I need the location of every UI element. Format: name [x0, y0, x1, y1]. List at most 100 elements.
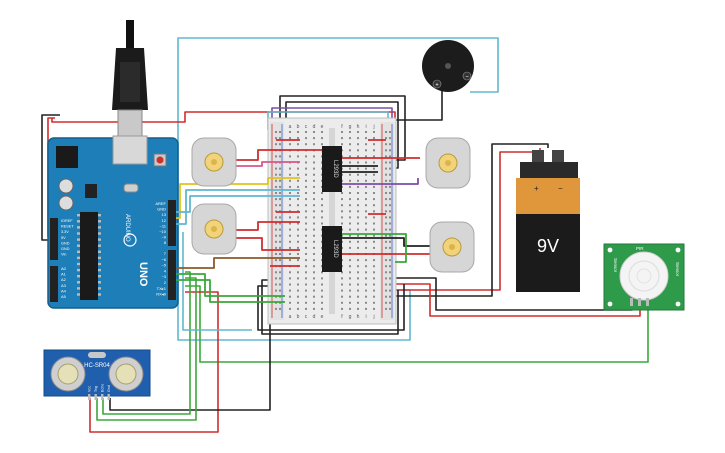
- breadboard-hole: [321, 131, 323, 133]
- breadboard-hole: [365, 137, 367, 140]
- breadboard-hole: [305, 289, 307, 292]
- rail-hole: [389, 246, 391, 249]
- pir-dome-center: [636, 268, 652, 284]
- power-jack: [56, 146, 78, 168]
- breadboard-hole: [341, 143, 343, 146]
- breadboard-hole: [313, 192, 315, 194]
- breadboard-hole: [365, 143, 367, 146]
- motor-driver-chip-2-label: L293D: [332, 240, 338, 258]
- breadboard-hole: [289, 271, 291, 274]
- breadboard-hole: [365, 259, 367, 262]
- breadboard-hole: [321, 289, 323, 292]
- rail-hole: [385, 155, 387, 158]
- bb-col-label-bottom-i: i: [365, 314, 366, 320]
- digital-pin-label-top-6: ~9: [161, 235, 166, 240]
- breadboard-hole: [305, 265, 307, 268]
- atmega-pin-left: [77, 238, 80, 241]
- breadboard-hole: [341, 271, 343, 274]
- wire-cyan-loop: [177, 37, 499, 226]
- rail-hole: [279, 131, 281, 133]
- breadboard-hole: [349, 259, 351, 262]
- rail-hole: [385, 149, 387, 152]
- wire-purple-a: [342, 178, 419, 185]
- breadboard-hole: [357, 271, 359, 274]
- breadboard-hole: [313, 246, 315, 249]
- rail-hole: [389, 271, 391, 274]
- breadboard-hole: [305, 307, 307, 310]
- breadboard-hole: [289, 131, 291, 133]
- breadboard-hole: [357, 137, 359, 140]
- power-header: [50, 218, 58, 260]
- breadboard-hole: [357, 210, 359, 213]
- wire-red-long: [51, 111, 396, 126]
- breadboard-hole: [289, 301, 291, 304]
- rail-hole: [385, 222, 387, 225]
- dc-motor-2[interactable]: [191, 203, 237, 255]
- rail-right: [380, 122, 394, 320]
- ultrasonic-pin-label-0: Vcc: [88, 386, 92, 392]
- battery-voltage-label: 9V: [537, 236, 559, 256]
- rail-hole: [389, 173, 391, 176]
- breadboard-hole: [357, 222, 359, 225]
- piezo-buzzer[interactable]: + −: [422, 40, 474, 92]
- rail-hole: [279, 198, 281, 201]
- breadboard-hole: [297, 253, 299, 255]
- ultrasonic-transducer-left-inner: [57, 363, 79, 385]
- ultrasonic-transducer-right-inner: [115, 363, 137, 385]
- breadboard-hole: [305, 179, 307, 182]
- breadboard-hole: [365, 295, 367, 298]
- breadboard-hole: [289, 179, 291, 182]
- arduino-uno-label: UNO: [137, 262, 149, 287]
- breadboard-hole: [313, 289, 315, 292]
- breadboard-hole: [373, 149, 375, 152]
- breadboard-hole: [321, 192, 323, 194]
- rail-hole: [385, 185, 387, 188]
- digital-pin-label-top-3: 12: [162, 218, 167, 223]
- battery-9v[interactable]: + − 9V: [516, 150, 580, 292]
- rail-hole: [389, 155, 391, 158]
- breadboard-hole: [365, 216, 367, 219]
- bb-col-label-top-j: j: [372, 124, 374, 130]
- rail-hole: [385, 295, 387, 298]
- rail-hole: [275, 289, 277, 292]
- breadboard-hole: [305, 198, 307, 201]
- rail-hole: [279, 253, 281, 255]
- breadboard-hole: [349, 240, 351, 243]
- pir-sensor[interactable]: Sensor Sensor PIR: [603, 243, 685, 311]
- breadboard-hole: [357, 192, 359, 194]
- dc-motor-1[interactable]: [191, 137, 237, 187]
- breadboard-hole: [305, 283, 307, 286]
- dc-motor-3[interactable]: [425, 137, 471, 189]
- breadboard-hole: [365, 185, 367, 188]
- breadboard-hole: [321, 283, 323, 286]
- atmega-pin-right: [98, 214, 101, 217]
- breadboard-hole: [373, 137, 375, 140]
- breadboard-hole: [305, 137, 307, 140]
- digital-pin-label-top-7: 8: [164, 240, 167, 245]
- wire-green-sonar2: [102, 271, 191, 415]
- atmega-pin-right: [98, 256, 101, 260]
- motor-driver-chip-2[interactable]: [322, 226, 342, 272]
- reset-button-cap: [156, 156, 164, 164]
- dc-motor-4[interactable]: [429, 221, 475, 273]
- breadboard-hole: [349, 149, 351, 152]
- breadboard-hole: [365, 234, 367, 237]
- rail-hole: [275, 277, 277, 280]
- breadboard-hole: [341, 295, 343, 298]
- rail-hole: [385, 161, 387, 164]
- breadboard-hole: [365, 161, 367, 164]
- breadboard-hole: [349, 307, 351, 310]
- breadboard-hole: [373, 289, 375, 292]
- breadboard-hole: [321, 216, 323, 219]
- rail-hole: [389, 240, 391, 243]
- breadboard-hole: [289, 167, 291, 170]
- breadboard-hole: [305, 143, 307, 146]
- breadboard-hole: [313, 137, 315, 140]
- motor-driver-chip-1[interactable]: [322, 146, 342, 192]
